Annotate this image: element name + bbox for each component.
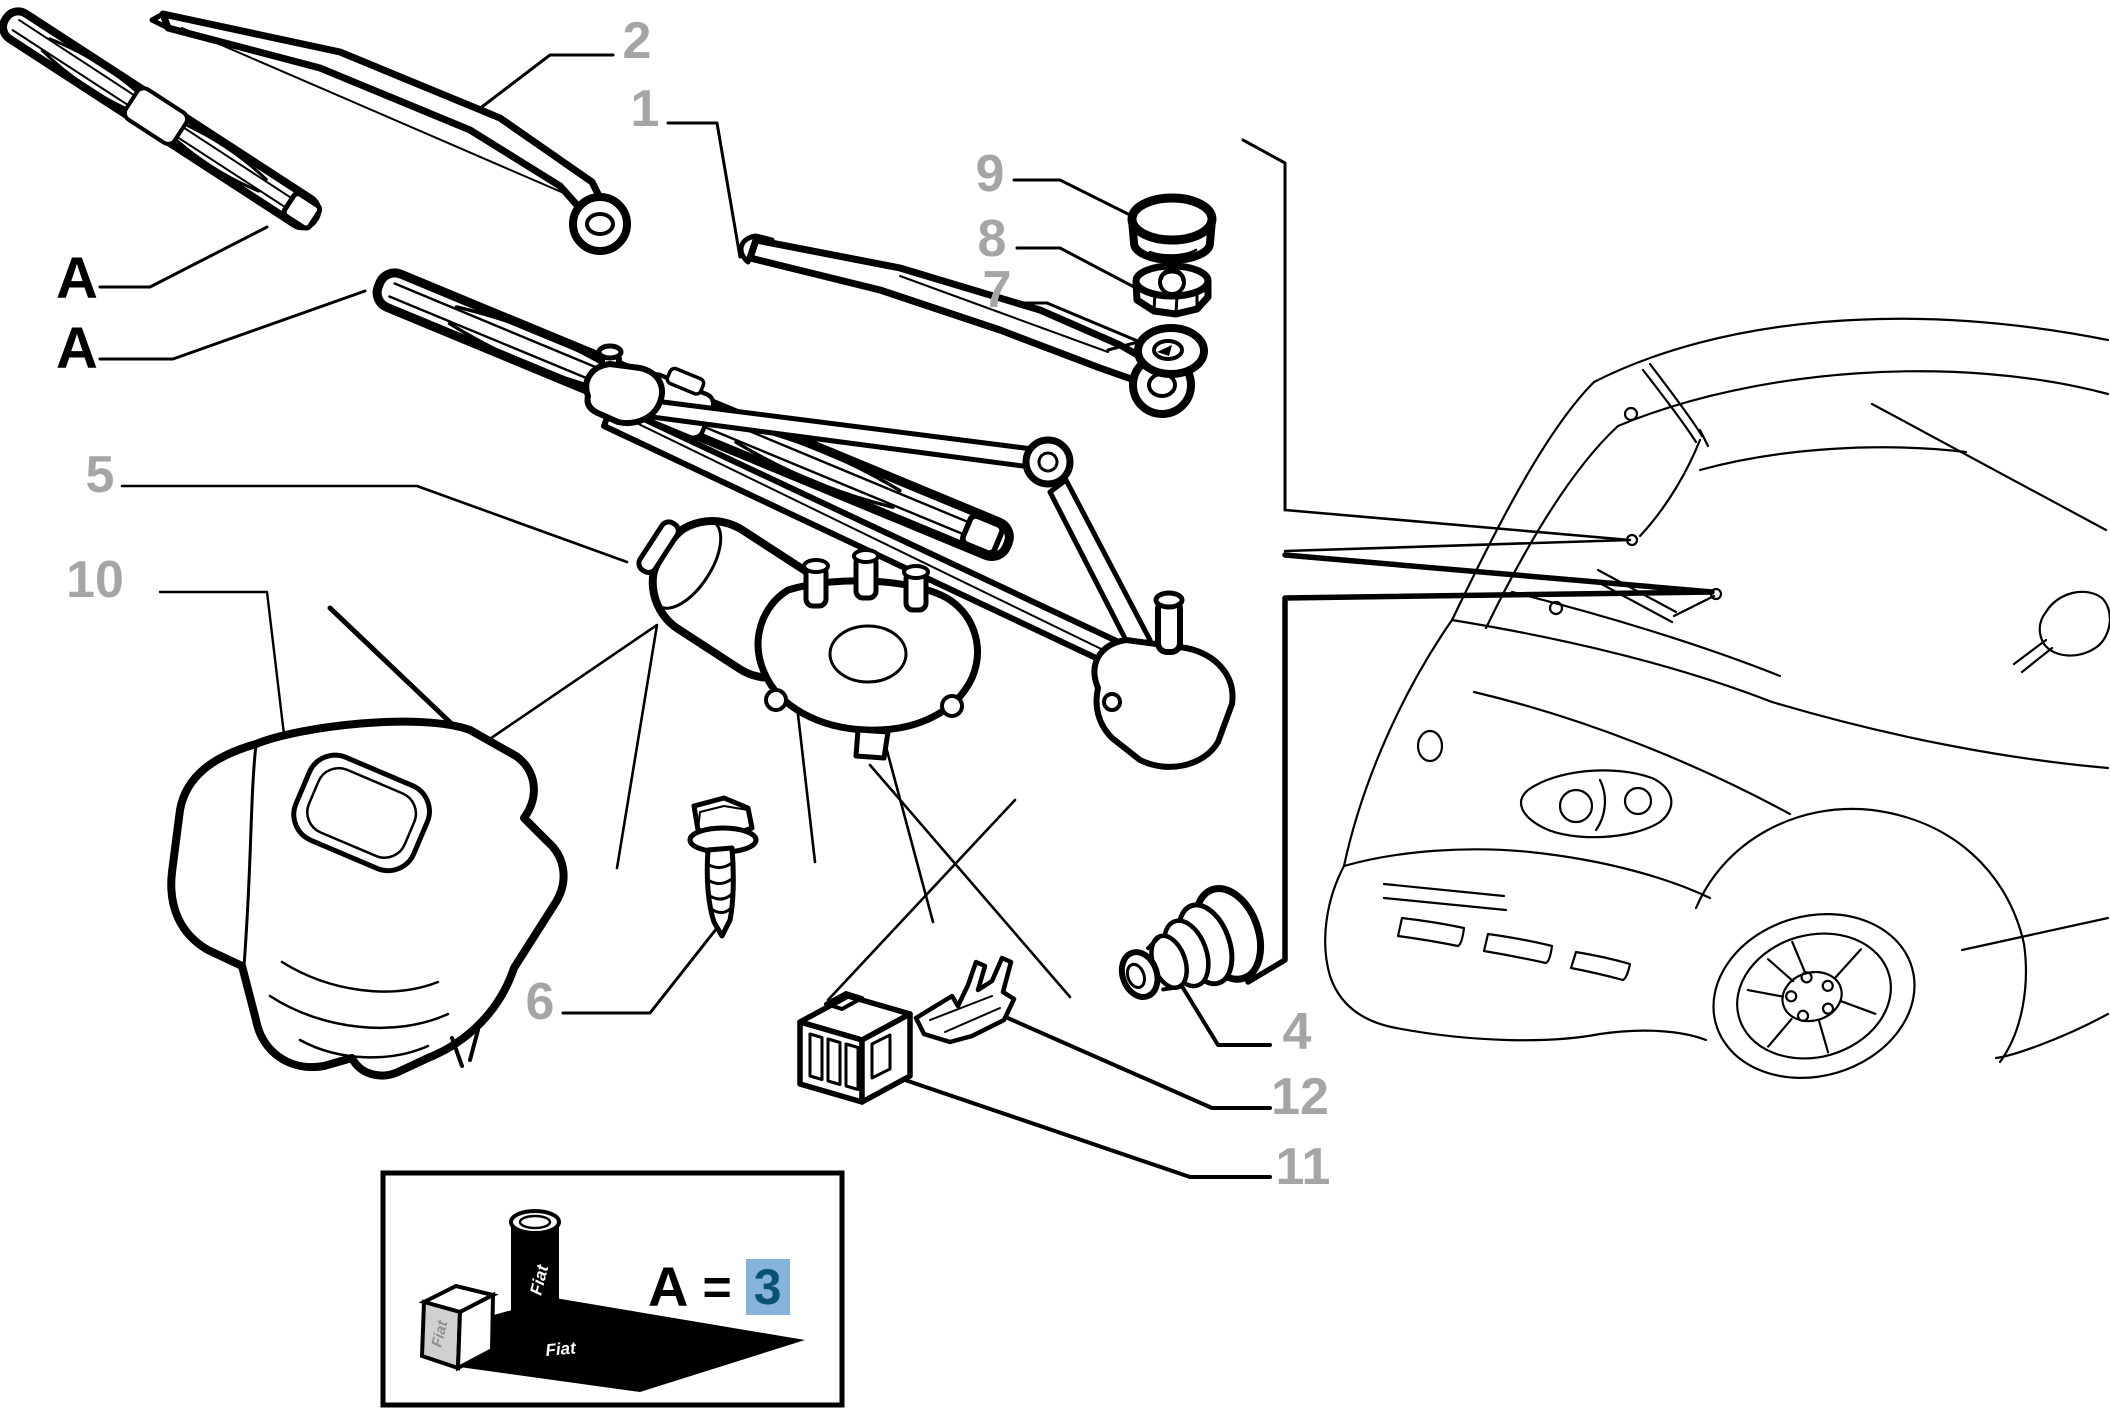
leader-12 <box>983 1006 1272 1110</box>
cowl-cover <box>167 717 568 1080</box>
label-4: 4 <box>1283 1003 1312 1061</box>
leader-a-top <box>98 225 269 289</box>
wedge-thick <box>1245 552 1715 985</box>
marker-a-bottom: A <box>56 316 98 381</box>
label-11: 11 <box>1276 1138 1331 1196</box>
wedge-thin <box>1283 508 1632 553</box>
cap <box>1127 193 1217 264</box>
fiat-logo-box: Fiat <box>428 1318 451 1349</box>
screw <box>687 795 759 939</box>
label-9: 9 <box>976 145 1005 203</box>
fiat-kit-illustration: Fiat Fiat Fiat <box>418 1209 805 1392</box>
car-wiper-left-icon <box>1625 362 1710 547</box>
connector <box>797 991 913 1105</box>
leader-a-bottom <box>98 289 367 361</box>
leader-7 <box>1018 301 1142 344</box>
label-7: 7 <box>983 261 1012 319</box>
car-headlight <box>1520 769 1673 839</box>
label-8: 8 <box>978 210 1007 268</box>
wiper-arm-1 <box>738 233 1195 418</box>
leader-4 <box>1170 968 1272 1047</box>
leader-10 <box>158 590 287 745</box>
grommet <box>1118 885 1265 1000</box>
label-6: 6 <box>526 973 555 1031</box>
label-1: 1 <box>631 80 660 138</box>
equals-sign: = <box>702 1258 732 1315</box>
label-10: 10 <box>66 551 124 609</box>
leader-11 <box>903 1078 1272 1179</box>
terminal-clip <box>913 955 1017 1045</box>
label-12: 12 <box>1271 1068 1329 1126</box>
car-wheel-arch <box>1694 807 2027 1064</box>
fiat-logo-front-box: Fiat <box>545 1338 578 1360</box>
pointer-grommet-b <box>868 763 1072 999</box>
marker-a-top: A <box>56 246 98 311</box>
leader-5 <box>120 484 629 564</box>
wiper-arm-2 <box>149 10 631 255</box>
legend-letter: A <box>648 1255 689 1318</box>
label-2: 2 <box>623 12 652 70</box>
nut <box>1132 262 1212 318</box>
pointer-connector <box>826 798 1017 1002</box>
car-outline <box>1324 317 2110 1079</box>
car-wheel <box>1712 913 1916 1079</box>
leader-1 <box>666 121 742 259</box>
leader-9 <box>1012 178 1138 220</box>
label-5: 5 <box>86 446 115 504</box>
leader-2 <box>460 53 615 124</box>
wiper-motor-linkage <box>583 343 1236 770</box>
legend-value-badge: 3 <box>745 1258 790 1315</box>
pointer-v <box>476 623 659 870</box>
leader-8 <box>1015 246 1138 290</box>
wiper-blade-1 <box>0 7 323 231</box>
leader-lines <box>98 53 1715 1179</box>
leader-6 <box>561 926 719 1015</box>
washer <box>1134 324 1208 378</box>
pointer-thick <box>327 605 458 730</box>
legend-equation: A = 3 <box>648 1254 790 1319</box>
bracket-line <box>1241 138 1287 512</box>
car-mirror <box>2038 590 2110 657</box>
